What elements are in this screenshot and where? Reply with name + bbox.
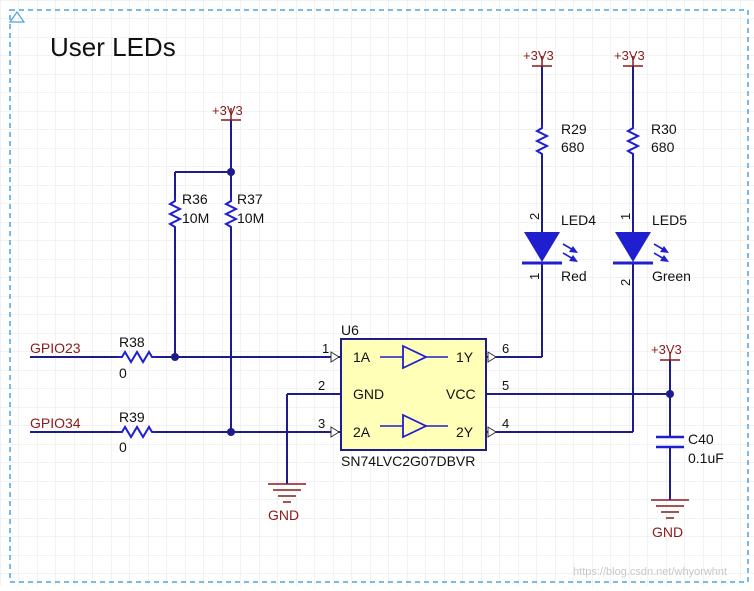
svg-text:0.1uF: 0.1uF [688,450,724,466]
svg-text:10M: 10M [182,210,209,226]
svg-text:+3V3: +3V3 [523,48,554,63]
ic-part-number: SN74LVC2G07DBVR [341,453,475,469]
resistor-r38: R38 0 [118,334,156,381]
junction-dot [171,353,179,361]
svg-text:R39: R39 [119,409,145,425]
svg-text:680: 680 [561,139,585,155]
gnd-symbol-c40: GND [651,499,689,540]
svg-text:+3V3: +3V3 [614,48,645,63]
led-led4: 2 1 LED4 Red [522,212,596,284]
svg-text:0: 0 [119,365,127,381]
junction-dot [227,428,235,436]
svg-text:R30: R30 [651,121,677,137]
svg-text:R36: R36 [182,191,208,207]
svg-text:1: 1 [322,341,329,356]
svg-text:LED5: LED5 [652,212,687,228]
ic-u6: U6 SN74LVC2G07DBVR 1 2 3 4 5 6 1A GND 2A… [318,322,509,469]
junction-dot [227,168,235,176]
schematic-title: User LEDs [50,32,176,62]
junction-dot [666,390,674,398]
svg-text:C40: C40 [688,431,714,447]
net-label-gpio34: GPIO34 [30,415,81,431]
svg-text:R38: R38 [119,334,145,350]
resistor-r30: R30 680 [625,121,677,155]
svg-text:R29: R29 [561,121,587,137]
buffer-1-icon [402,344,429,370]
svg-text:4: 4 [502,416,509,431]
svg-text:2: 2 [618,279,633,286]
buffer-2-icon [402,413,429,439]
svg-text:2Y: 2Y [456,424,474,440]
vcc-symbol-u6: +3V3 [651,342,682,361]
svg-text:Red: Red [561,268,587,284]
svg-text:6: 6 [502,341,509,356]
svg-text:GND: GND [268,507,299,523]
net-label-gpio23: GPIO23 [30,340,81,356]
watermark: https://blog.csdn.net/whyorwhnt [573,566,727,578]
capacitor-c40: C40 0.1uF [656,431,724,466]
resistor-r37: R37 10M [223,191,264,228]
svg-text:R37: R37 [237,191,263,207]
svg-text:GND: GND [652,524,683,540]
svg-text:1: 1 [618,213,633,220]
svg-text:1Y: 1Y [456,349,474,365]
vcc-symbol-r29: +3V3 [523,48,554,67]
svg-text:+3V3: +3V3 [651,342,682,357]
sheet-border [9,9,749,583]
resistor-r36: R36 10M [167,191,209,228]
svg-text:10M: 10M [237,210,264,226]
svg-text:LED4: LED4 [561,212,596,228]
resistor-r29: R29 680 [534,121,587,155]
svg-text:+3V3: +3V3 [212,103,243,118]
vcc-symbol-r30: +3V3 [614,48,645,67]
vcc-symbol-pullup: +3V3 [212,103,243,121]
svg-text:1A: 1A [353,349,371,365]
gnd-symbol-u6: GND [268,483,306,523]
svg-text:0: 0 [119,439,127,455]
svg-text:GND: GND [353,386,384,402]
led-led5: 1 2 LED5 Green [613,212,691,286]
svg-text:Green: Green [652,268,691,284]
svg-text:2: 2 [527,213,542,220]
svg-text:1: 1 [527,273,542,280]
ic-ref: U6 [341,322,359,338]
svg-text:VCC: VCC [446,386,476,402]
corner-marker-icon [8,10,26,23]
svg-text:2: 2 [318,378,325,393]
svg-text:2A: 2A [353,424,371,440]
svg-text:3: 3 [318,416,325,431]
svg-text:680: 680 [651,139,675,155]
resistor-r39: R39 0 [118,409,156,455]
svg-text:5: 5 [502,378,509,393]
